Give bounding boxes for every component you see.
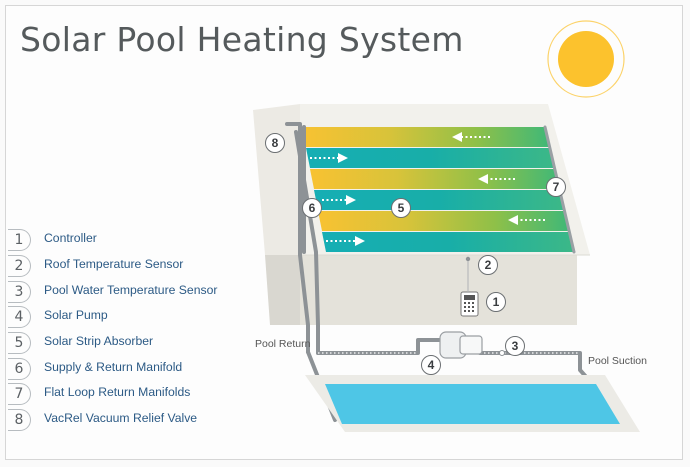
legend-label: Supply & Return Manifold: [44, 360, 183, 374]
legend-number: 3: [8, 281, 31, 303]
controller-box: [460, 291, 479, 317]
callout-2: 2: [478, 255, 498, 275]
callout-7: 7: [546, 177, 566, 197]
legend-item-solar-strip-absorber: 5 Solar Strip Absorber: [8, 332, 238, 354]
pool-return-label: Pool Return: [255, 338, 311, 350]
legend-number: 7: [8, 383, 31, 405]
legend-item-pool-water-temperature-sensor: 3 Pool Water Temperature Sensor: [8, 281, 238, 303]
callout-6: 6: [302, 198, 322, 218]
legend-label: VacRel Vacuum Relief Valve: [44, 411, 198, 425]
legend-label: Pool Water Temperature Sensor: [44, 283, 218, 297]
legend-label: Flat Loop Return Manifolds: [44, 385, 191, 399]
legend-label: Solar Pump: [44, 308, 108, 322]
solar-strip-absorber: [302, 127, 575, 252]
legend-label: Roof Temperature Sensor: [44, 257, 184, 271]
legend-number: 2: [8, 255, 31, 277]
pool: [305, 375, 640, 432]
legend-number: 6: [8, 358, 31, 380]
callout-5: 5: [391, 198, 411, 218]
legend-item-flat-loop-return-manifolds: 7 Flat Loop Return Manifolds: [8, 383, 238, 405]
callout-3: 3: [505, 336, 525, 356]
solar-pump: [439, 331, 505, 359]
legend-item-supply-return-manifold: 6 Supply & Return Manifold: [8, 358, 238, 380]
legend-item-controller: 1 Controller: [8, 229, 238, 251]
legend-item-solar-pump: 4 Solar Pump: [8, 306, 238, 328]
roof-sensor: [465, 256, 471, 292]
diagram-title: Solar Pool Heating System: [20, 20, 464, 59]
pipes: [285, 122, 598, 422]
callout-8: 8: [265, 133, 285, 153]
legend-item-vacrel-vacuum-relief-valve: 8 VacRel Vacuum Relief Valve: [8, 409, 238, 431]
legend-label: Controller: [44, 231, 97, 245]
legend-number: 8: [8, 409, 31, 431]
flow-arrows: [310, 132, 545, 246]
legend-number: 4: [8, 306, 31, 328]
legend-number: 1: [8, 229, 31, 251]
legend-label: Solar Strip Absorber: [44, 334, 154, 348]
callout-1: 1: [486, 292, 506, 312]
pool-suction-label: Pool Suction: [588, 355, 647, 367]
legend-item-roof-temperature-sensor: 2 Roof Temperature Sensor: [8, 255, 238, 277]
sun-icon: [547, 20, 625, 98]
callout-4: 4: [421, 355, 441, 375]
legend-number: 5: [8, 332, 31, 354]
